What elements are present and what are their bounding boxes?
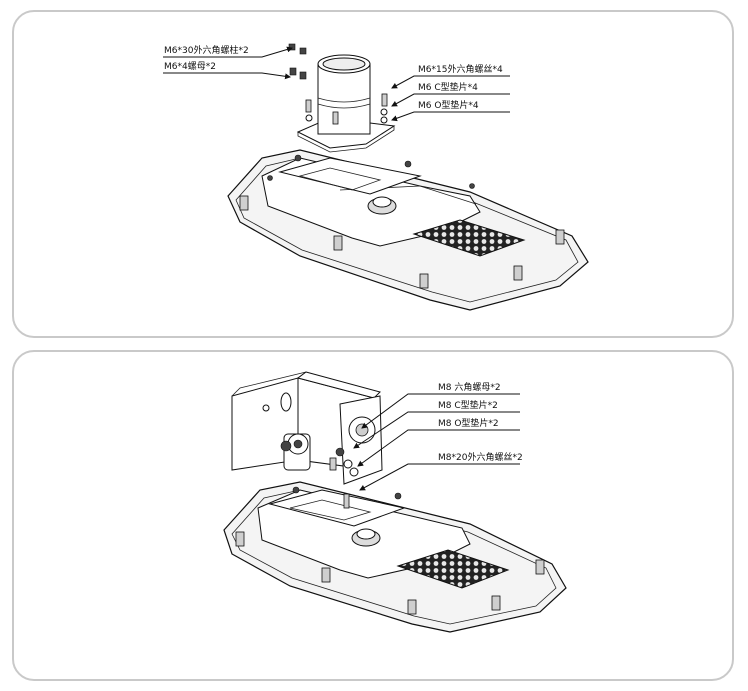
pipe-adapter-assembly: [288, 43, 396, 153]
panel1-leader-lines: [163, 46, 510, 122]
street-light-housing-1: [227, 149, 589, 311]
label-m6-screw: M6*15外六角螺丝*4: [418, 65, 503, 75]
panel2-leader-lines: [353, 393, 520, 491]
label-m8-hex-nut: M8 六角螺母*2: [438, 383, 501, 393]
label-m6-nut: M6*4螺母*2: [164, 62, 216, 72]
label-m8-c-washer: M8 C型垫片*2: [438, 401, 498, 411]
label-m6-o-washer: M6 O型垫片*4: [418, 101, 479, 111]
label-m8-o-washer: M8 O型垫片*2: [438, 419, 499, 429]
label-m8-screw: M8*20外六角螺丝*2: [438, 453, 523, 463]
label-m6-c-washer: M6 C型垫片*4: [418, 83, 478, 93]
label-m6-stud: M6*30外六角螺柱*2: [164, 46, 249, 56]
street-light-housing-2: [223, 481, 567, 633]
